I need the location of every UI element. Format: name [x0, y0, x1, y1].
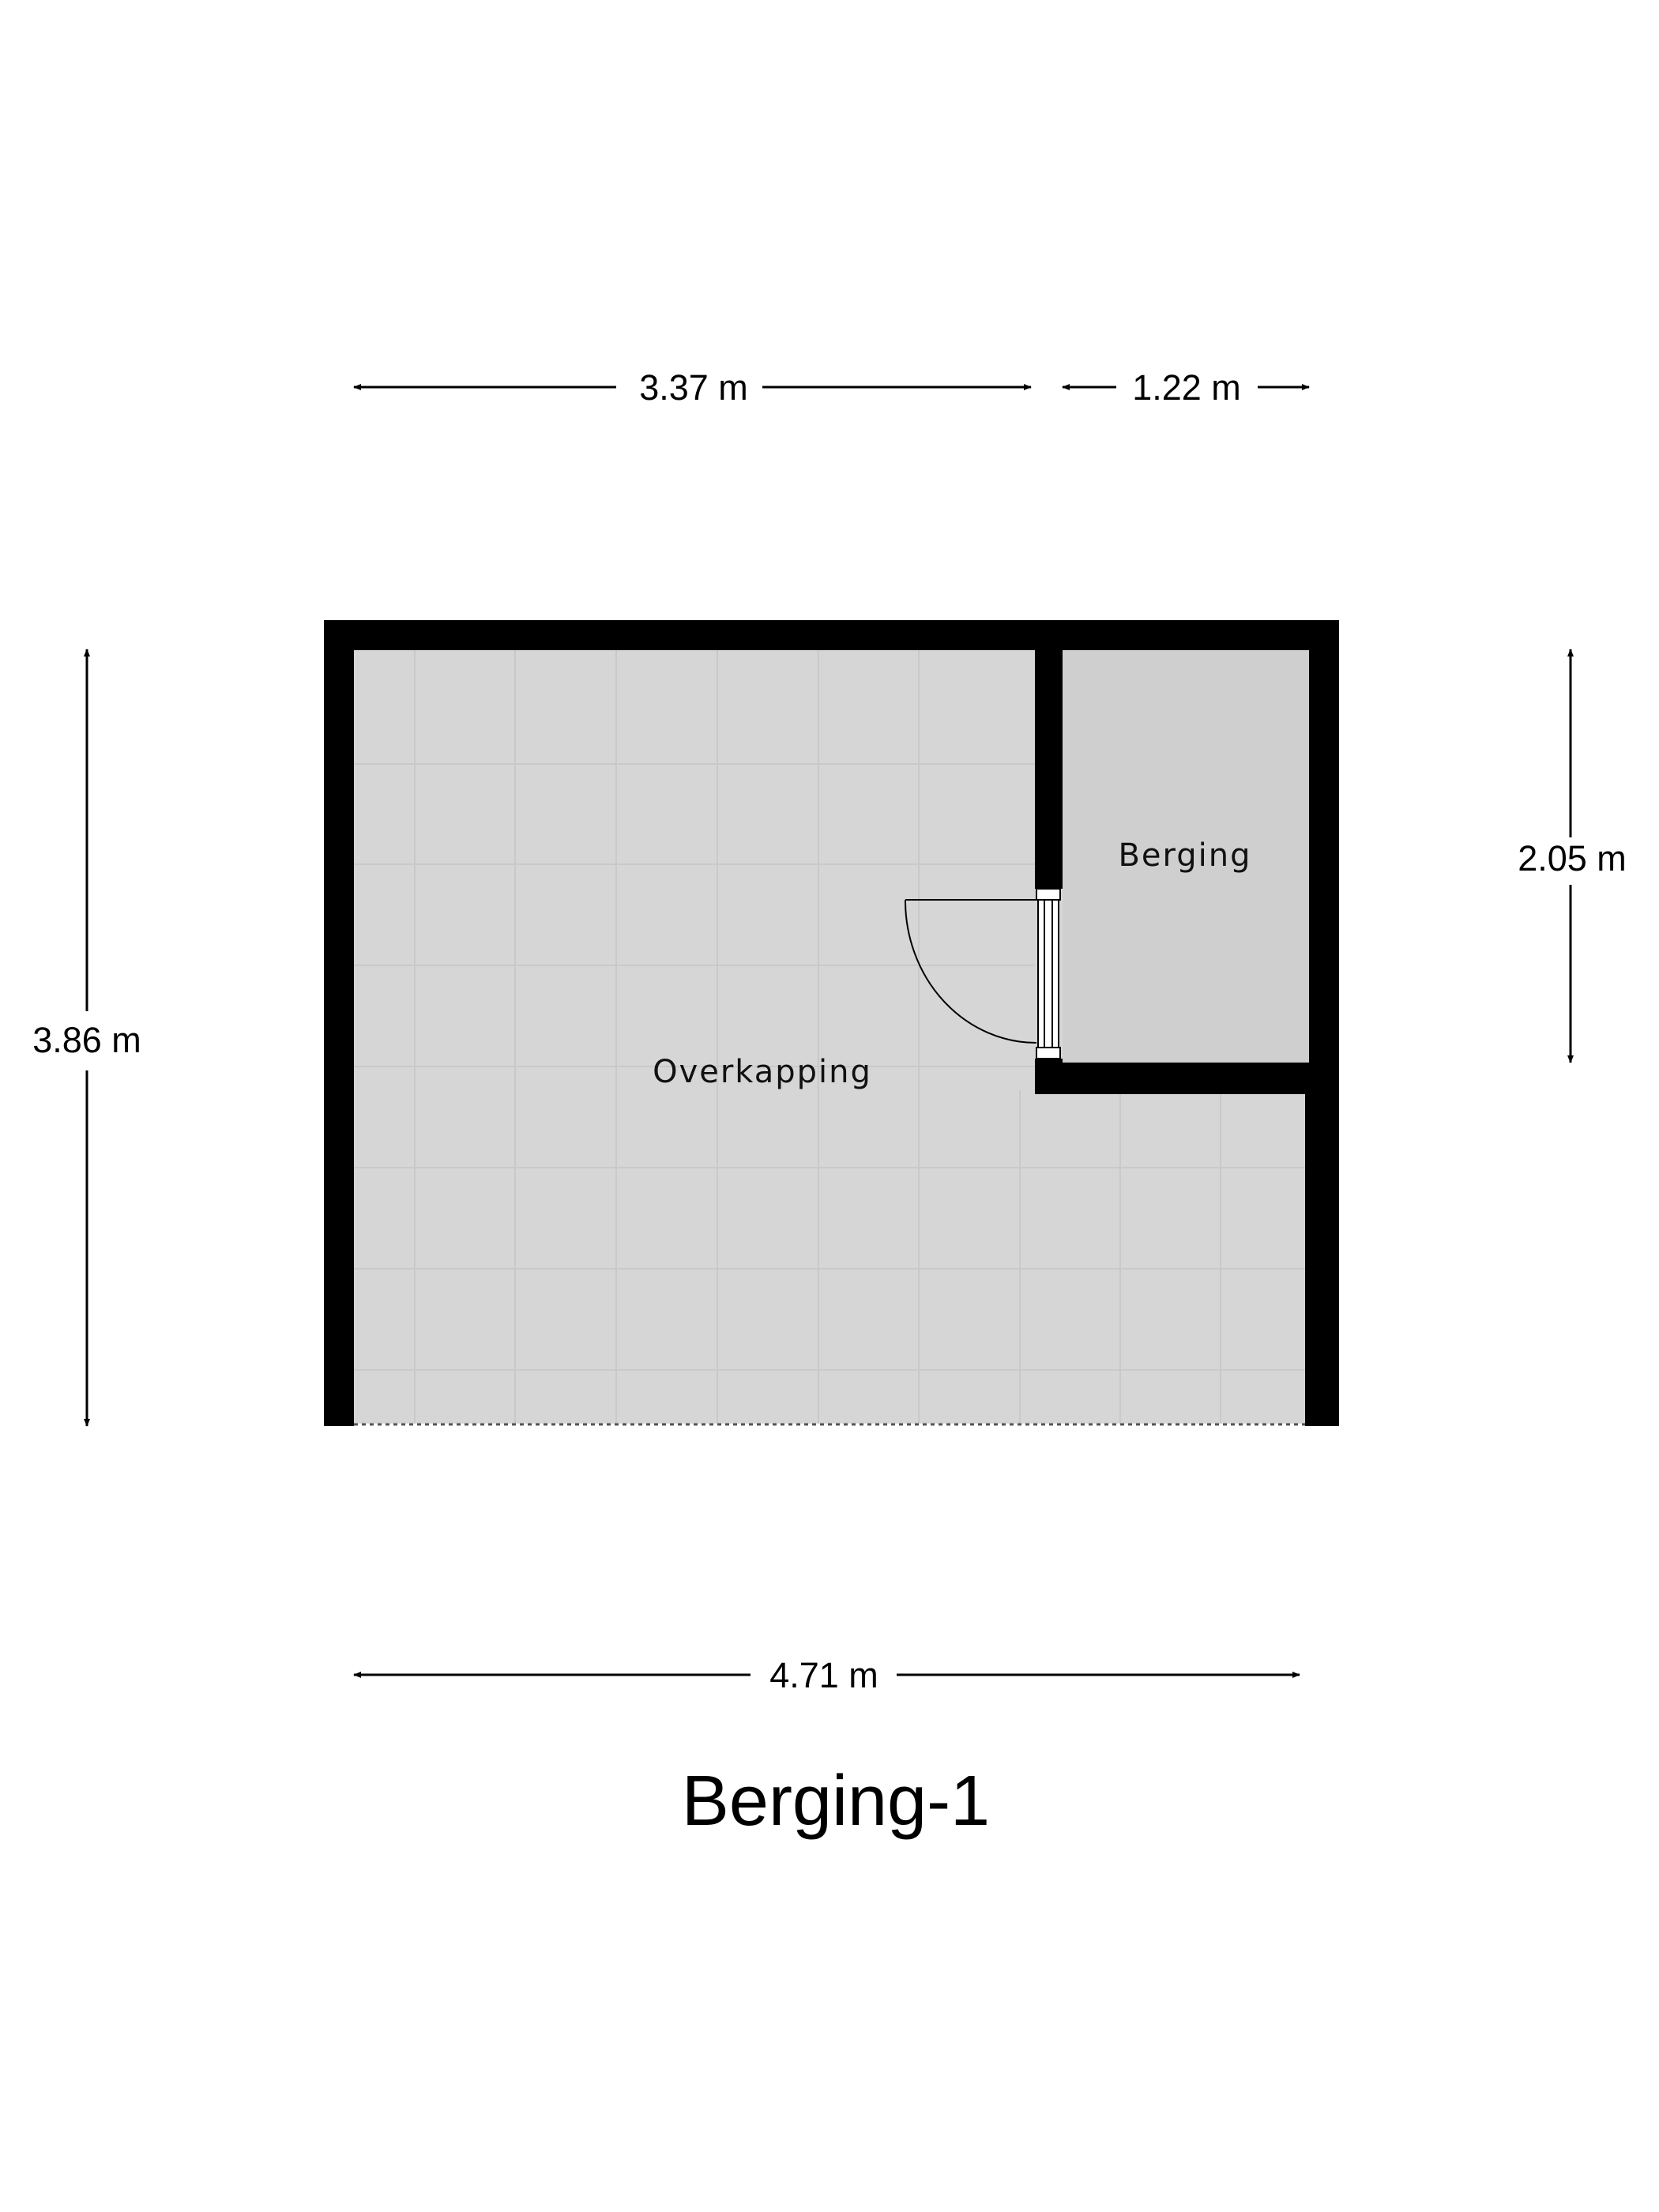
door-swing-arc — [904, 899, 1037, 1044]
wall-right-upper — [1309, 620, 1339, 1063]
room-label-overkapping: Overkapping — [653, 1054, 872, 1090]
wall-partition-upper — [1035, 620, 1063, 889]
dimension-label-left: 3.86 m — [32, 1020, 141, 1060]
dimension-top-right: 1.22 m — [1062, 367, 1310, 408]
dimension-label-top-left: 3.37 m — [639, 367, 748, 408]
wall-right-lower — [1305, 1063, 1339, 1426]
dimension-left: 3.86 m — [32, 649, 141, 1427]
dimension-top-left: 3.37 m — [353, 367, 1032, 408]
dimension-bottom: 4.71 m — [353, 1655, 1300, 1695]
dimension-label-right: 2.05 m — [1518, 838, 1627, 878]
walls — [324, 620, 1339, 1426]
wall-left — [324, 620, 354, 1426]
dimension-right: 2.05 m — [1518, 649, 1627, 1063]
dimension-label-top-right: 1.22 m — [1132, 367, 1241, 408]
dimension-label-bottom: 4.71 m — [769, 1655, 878, 1695]
berging-floor — [1063, 649, 1309, 1063]
door — [904, 888, 1061, 1059]
room-label-berging: Berging — [1118, 837, 1251, 874]
wall-top — [324, 620, 1339, 650]
tile-grid — [354, 649, 1305, 1424]
plan-title: Berging-1 — [682, 1762, 990, 1841]
wall-berging-bottom — [1035, 1063, 1309, 1094]
